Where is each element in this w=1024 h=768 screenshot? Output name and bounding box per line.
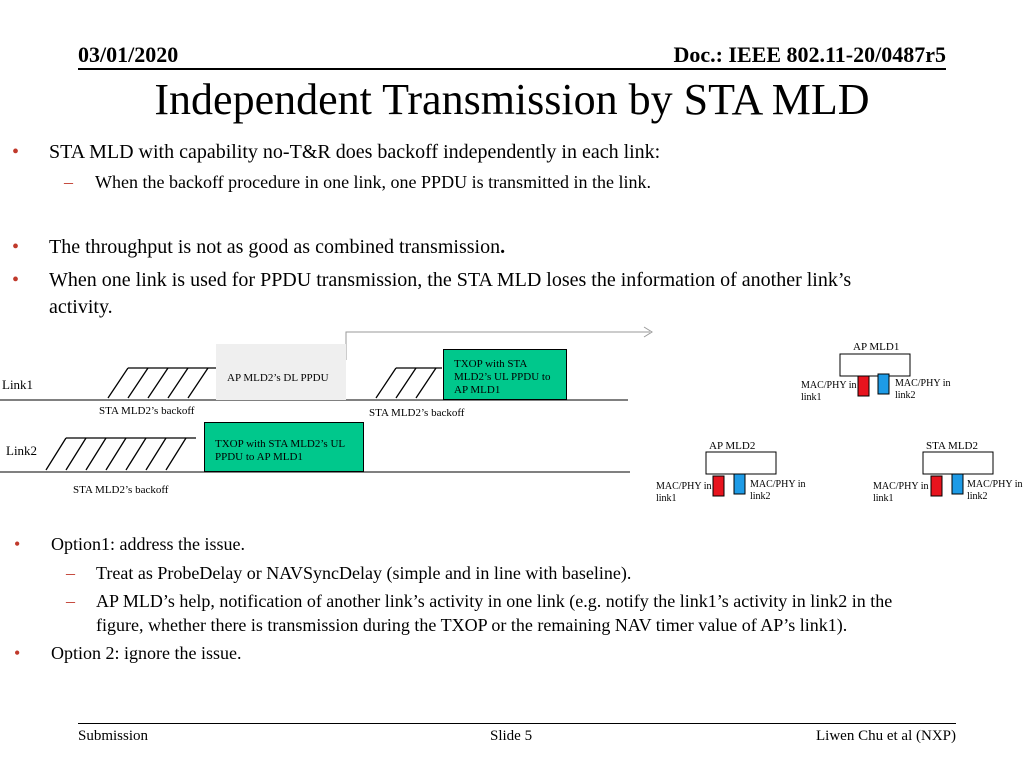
bullet-marker: – bbox=[64, 172, 73, 192]
bullet-item: Option1: address the issue. bbox=[51, 534, 245, 554]
ap-mld1-device bbox=[839, 353, 911, 397]
bullet-item: STA MLD with capability no-T&R does back… bbox=[49, 141, 661, 163]
arrow-head bbox=[643, 326, 653, 338]
bullet-item: When one link is used for PPDU transmiss… bbox=[49, 269, 852, 291]
bold-period: . bbox=[500, 236, 506, 258]
bullet-item: The throughput is not as good as combine… bbox=[49, 236, 501, 258]
mac-phy-label: MAC/PHY in link1 bbox=[656, 481, 712, 504]
bullet-marker: • bbox=[14, 643, 21, 663]
ap-dl-ppdu-block: AP MLD2’s DL PPDU bbox=[216, 344, 346, 400]
header-rule bbox=[78, 68, 946, 70]
txop-link1-block: TXOP with STA MLD2’s UL PPDU to AP MLD1 bbox=[443, 349, 567, 400]
footer-author: Liwen Chu et al (NXP) bbox=[816, 728, 956, 744]
header-date: 03/01/2020 bbox=[78, 42, 179, 67]
txop-link2-block: TXOP with STA MLD2’s UL PPDU to AP MLD1 bbox=[204, 422, 364, 472]
footer-submission: Submission bbox=[78, 728, 149, 744]
backoff-label: STA MLD2’s backoff bbox=[73, 484, 169, 496]
bullet-item-wrapper: The throughput is not as good as combine… bbox=[49, 234, 505, 261]
link2-label: Link2 bbox=[6, 443, 38, 458]
link1-backoff-hatch-2 bbox=[375, 367, 442, 399]
link1-backoff-hatch-1 bbox=[107, 367, 216, 399]
mac-phy-label: MAC/PHY in link2 bbox=[750, 479, 806, 502]
ap-mld2-device bbox=[705, 451, 777, 497]
bullet-marker: • bbox=[12, 236, 20, 258]
mac-phy-label: MAC/PHY in link1 bbox=[801, 380, 857, 403]
link2-backoff-hatch bbox=[45, 437, 196, 471]
bullet-item: Option 2: ignore the issue. bbox=[51, 643, 242, 663]
mac-phy-label: MAC/PHY in link2 bbox=[967, 479, 1023, 502]
slide-title: Independent Transmission by STA MLD bbox=[154, 75, 870, 124]
ap-mld2-label: AP MLD2 bbox=[709, 440, 756, 452]
bullet-marker: • bbox=[12, 269, 20, 291]
arrow-line bbox=[345, 331, 650, 360]
bullet-marker: – bbox=[66, 563, 75, 583]
backoff-label: STA MLD2’s backoff bbox=[99, 405, 195, 417]
footer-slide-number: Slide 5 bbox=[490, 728, 533, 744]
sta-mld2-label: STA MLD2 bbox=[926, 440, 978, 452]
footer-rule bbox=[78, 723, 956, 724]
backoff-label: STA MLD2’s backoff bbox=[369, 407, 465, 419]
sub-bullet-item: Treat as ProbeDelay or NAVSyncDelay (sim… bbox=[96, 563, 632, 583]
bullet-marker: • bbox=[14, 534, 21, 554]
sta-mld2-device bbox=[922, 451, 994, 497]
link1-label: Link1 bbox=[2, 377, 34, 392]
sub-bullet-item: AP MLD’s help, notification of another l… bbox=[96, 591, 893, 611]
bullet-marker: – bbox=[66, 591, 75, 611]
mac-phy-label: MAC/PHY in link1 bbox=[873, 481, 929, 504]
bullet-item-continuation: activity. bbox=[49, 296, 113, 318]
sub-bullet-item: When the backoff procedure in one link, … bbox=[95, 172, 652, 192]
sub-bullet-continuation: figure, whether there is transmission du… bbox=[96, 615, 848, 635]
mac-phy-label: MAC/PHY in link2 bbox=[895, 378, 951, 401]
ap-mld1-label: AP MLD1 bbox=[853, 341, 900, 353]
header-doc-number: Doc.: IEEE 802.11-20/0487r5 bbox=[673, 42, 946, 67]
bullet-marker: • bbox=[12, 141, 20, 163]
